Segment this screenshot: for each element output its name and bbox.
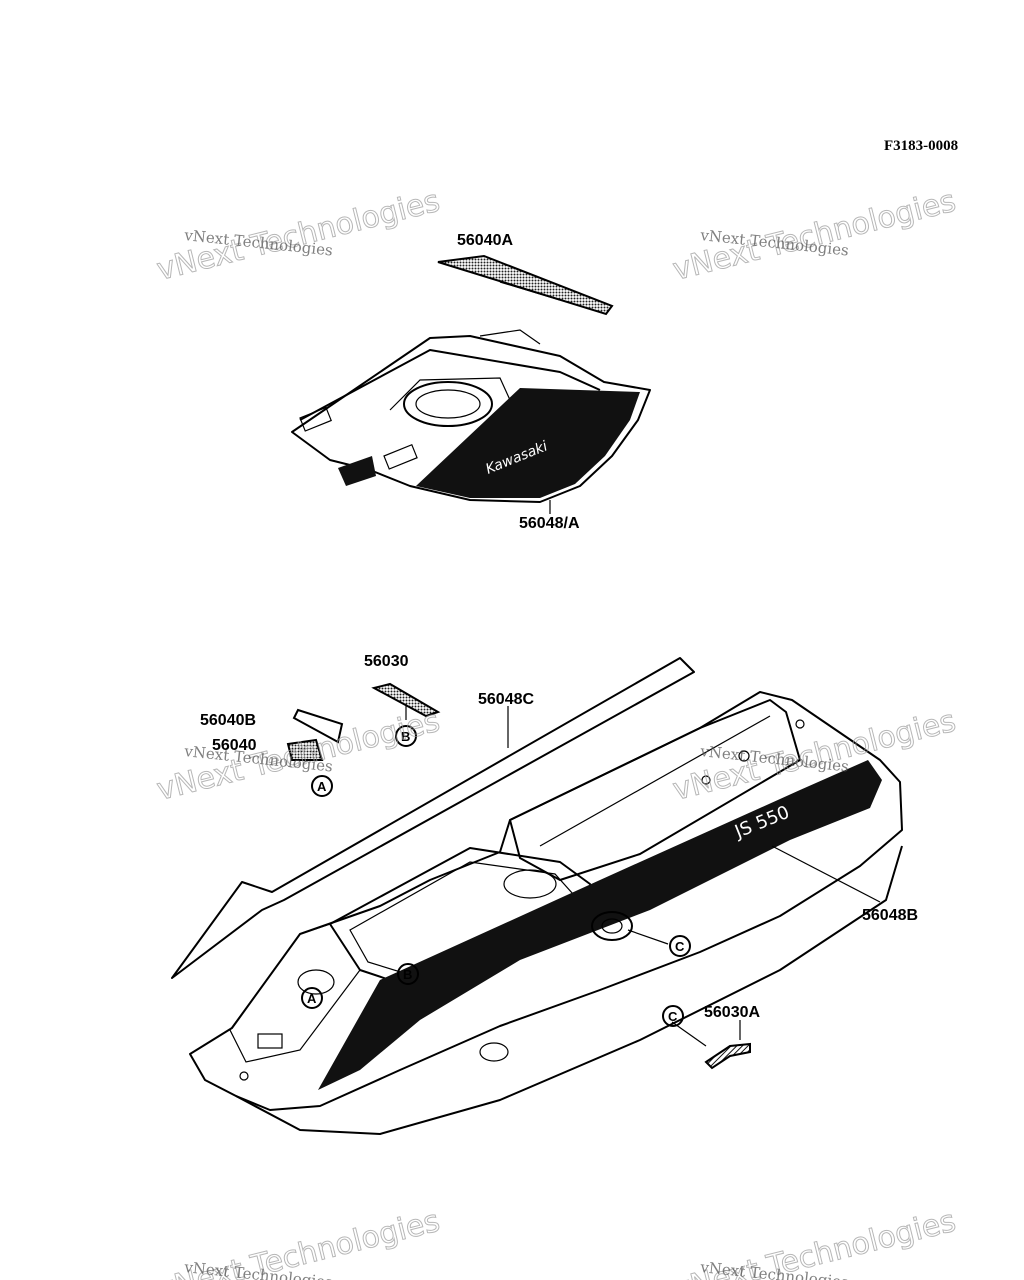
svg-text:A: A bbox=[307, 991, 317, 1006]
hood-assembly: Kawasaki bbox=[291, 254, 651, 514]
svg-text:C: C bbox=[668, 1009, 678, 1024]
decal-56040a bbox=[437, 254, 614, 316]
decal-56030 bbox=[371, 682, 441, 718]
part-label-56048c: 56048C bbox=[478, 691, 534, 708]
ref-circle-b-56030: B bbox=[395, 725, 417, 747]
decal-56048b bbox=[318, 760, 882, 1090]
decal-56048a bbox=[416, 388, 640, 498]
part-label-56048b: 56048B bbox=[862, 907, 918, 924]
part-label-56040b: 56040B bbox=[200, 712, 256, 729]
watermark-top-left: vNext Technologies vNext Technologies bbox=[153, 183, 444, 288]
ref-circle-a-hull: A bbox=[301, 987, 323, 1009]
svg-text:C: C bbox=[675, 939, 685, 954]
hood-opening bbox=[403, 381, 493, 427]
ref-circle-a-56040: A bbox=[311, 775, 333, 797]
decal-56040b bbox=[292, 708, 344, 744]
diagram-code: F3183-0008 bbox=[884, 138, 958, 154]
watermark-bottom-left: vNext Technologies vNext Technologies bbox=[153, 1203, 444, 1280]
part-label-56048a: 56048/A bbox=[519, 515, 580, 532]
decal-56040 bbox=[286, 738, 324, 761]
svg-text:B: B bbox=[401, 729, 410, 744]
part-label-56030: 56030 bbox=[364, 653, 409, 670]
watermark-top-right: vNext Technologies vNext Technologies bbox=[669, 183, 960, 288]
part-label-56040a: 56040A bbox=[457, 232, 513, 249]
seat bbox=[509, 699, 801, 881]
hull-body bbox=[189, 691, 903, 1111]
ref-circle-c-56030a: C bbox=[662, 1005, 684, 1027]
hull-assembly: JS 550 bbox=[171, 657, 903, 1135]
watermark-bottom-right: vNext Technologies vNext Technologies bbox=[669, 1203, 960, 1280]
part-label-56030a: 56030A bbox=[704, 1004, 760, 1021]
decal-56030a bbox=[704, 1042, 751, 1070]
ref-circle-b-hull: B bbox=[397, 963, 419, 985]
svg-text:B: B bbox=[403, 967, 412, 982]
decal-56048c bbox=[171, 657, 695, 979]
part-label-56040: 56040 bbox=[212, 737, 257, 754]
hood-body bbox=[291, 335, 651, 503]
ref-circle-c-hull: C bbox=[669, 935, 691, 957]
svg-text:A: A bbox=[317, 779, 327, 794]
